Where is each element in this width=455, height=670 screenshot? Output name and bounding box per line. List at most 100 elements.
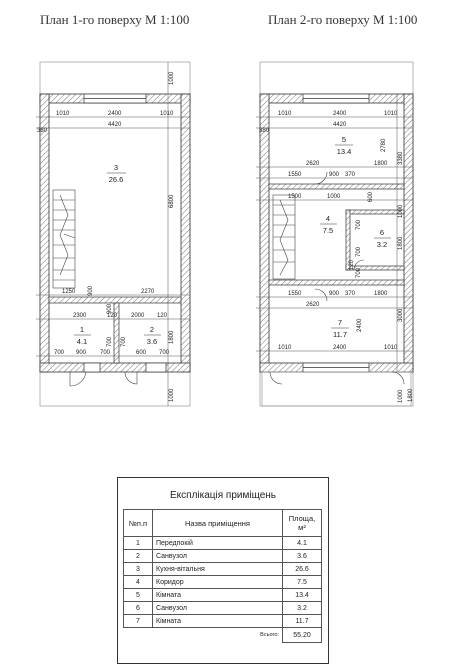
dim-label: 1500 (288, 194, 302, 200)
dim-label: 1550 (288, 172, 302, 178)
dim-label: 700 (356, 267, 362, 278)
dim-label: 370 (345, 172, 356, 178)
dim-label: 700 (356, 246, 362, 257)
floor1-dimensions: 1010 2400 1010 4420 380 1000 6800 1800 1… (37, 71, 175, 402)
header-area: Площа, м² (282, 509, 322, 537)
room-number: 2 (150, 325, 154, 334)
table-row: 6 Санвузол 3.2 (123, 601, 322, 615)
dim-label: 2000 (131, 313, 145, 319)
floor2-dimensions: 1010 2400 1010 4420 380 2780 3380 1800 3… (259, 111, 414, 403)
row-room-name: Санвузол (152, 549, 283, 563)
table-row: 2 Санвузол 3.6 (123, 549, 322, 563)
room-number: 1 (80, 325, 84, 334)
floor2-plan-title: План 2-го поверху М 1:100 (268, 12, 418, 27)
dim-label: 1010 (384, 111, 398, 117)
room-area: 7.5 (323, 226, 333, 235)
table-row: 3 Кухня-вітальня 26.6 (123, 562, 322, 576)
dim-label: 700 (100, 350, 111, 356)
dim-label: 1010 (384, 345, 398, 351)
floor2-doors (269, 171, 405, 385)
room-number: 7 (338, 318, 342, 327)
floor2-partitions (268, 183, 405, 286)
dim-label: 380 (259, 128, 270, 134)
dim-label: 2620 (306, 302, 320, 308)
header-room-name: Назва приміщення (152, 509, 283, 537)
dim-label: 6800 (169, 194, 175, 208)
dim-label: 1800 (374, 291, 388, 297)
floor-plans-drawing: 1010 2400 1010 4420 380 1000 6800 1800 1… (36, 61, 414, 407)
dim-label: 1800 (398, 236, 404, 250)
floor1-entrance-door (69, 371, 138, 387)
explication-panel: Експлікація приміщень №п.п Назва приміще… (117, 477, 329, 664)
dim-label: 700 (121, 336, 127, 347)
total-value: 55.20 (282, 627, 322, 643)
dim-label: 1000 (169, 388, 175, 402)
dim-label: 4420 (108, 122, 122, 128)
row-room-name: Санвузол (152, 601, 283, 615)
dim-label: 900 (88, 285, 94, 296)
row-area: 13.4 (282, 588, 322, 602)
table-row: 5 Кімната 13.4 (123, 588, 322, 602)
row-room-name: Коридор (152, 575, 283, 589)
dim-label: 4420 (333, 122, 347, 128)
floor2-plan: 1010 2400 1010 4420 380 2780 3380 1800 3… (256, 61, 414, 407)
dim-label: 600 (368, 191, 374, 202)
row-room-name: Кімната (152, 614, 283, 628)
dim-label: 700 (159, 350, 170, 356)
room-number: 3 (114, 163, 118, 172)
room-area: 4.1 (77, 337, 87, 346)
dim-label: 700 (54, 350, 65, 356)
floor1-stairs (52, 189, 76, 289)
row-area: 11.7 (282, 614, 322, 628)
dim-label: 1000 (169, 71, 175, 85)
dim-label: 3380 (398, 151, 404, 165)
dim-label: 1800 (169, 330, 175, 344)
row-number: 2 (123, 549, 153, 563)
row-area: 3.6 (282, 549, 322, 563)
floor1-room-labels: 3 26.6 1 4.1 2 3.6 (74, 163, 161, 346)
dim-label: 3000 (398, 308, 404, 322)
floor1-plan-title: План 1-го поверху М 1:100 (40, 12, 190, 27)
room-area: 13.4 (337, 147, 352, 156)
explication-title: Експлікація приміщень (170, 490, 276, 501)
room-number: 5 (342, 135, 346, 144)
dim-label: 1000 (398, 204, 404, 218)
room-number: 4 (326, 214, 330, 223)
row-area: 7.5 (282, 575, 322, 589)
row-number: 6 (123, 601, 153, 615)
floor2-room-labels: 5 13.4 4 7.5 6 3.2 7 11.7 (320, 135, 391, 339)
explication-table: №п.п Назва приміщення Площа, м² 1 Передп… (123, 509, 322, 643)
dim-label: 2400 (357, 318, 363, 332)
dim-label: 900 (329, 291, 340, 297)
dim-label: 1000 (398, 389, 404, 403)
dim-label: 2400 (333, 345, 347, 351)
floor1-partitions (48, 296, 182, 364)
dim-label: 900 (76, 350, 87, 356)
row-number: 4 (123, 575, 153, 589)
table-header-row: №п.п Назва приміщення Площа, м² (123, 509, 322, 537)
row-number: 1 (123, 536, 153, 550)
floor2-dim-lines (256, 94, 413, 372)
dim-label: 900 (329, 172, 340, 178)
dim-label: 380 (37, 128, 48, 134)
floor1-plan: 1010 2400 1010 4420 380 1000 6800 1800 1… (36, 61, 191, 407)
dim-label: 2780 (381, 138, 387, 152)
row-area: 3.2 (282, 601, 322, 615)
total-label: Всього: (260, 632, 279, 639)
table-total-row: Всього: 55.20 (124, 627, 322, 643)
dim-label: 2400 (333, 111, 347, 117)
row-room-name: Кімната (152, 588, 283, 602)
floor1-windows (83, 93, 167, 373)
dim-label: 700 (356, 219, 362, 230)
row-number: 7 (123, 614, 153, 628)
room-area: 11.7 (333, 330, 347, 339)
row-number: 5 (123, 588, 153, 602)
table-row: 7 Кімната 11.7 (123, 614, 322, 628)
row-area: 4.1 (282, 536, 322, 550)
table-row: 4 Коридор 7.5 (123, 575, 322, 589)
header-number: №п.п (123, 509, 153, 537)
dim-label: 1250 (62, 289, 76, 295)
room-area: 3.2 (377, 240, 387, 249)
dim-label: 2270 (141, 289, 155, 295)
dim-label: 2620 (306, 161, 320, 167)
